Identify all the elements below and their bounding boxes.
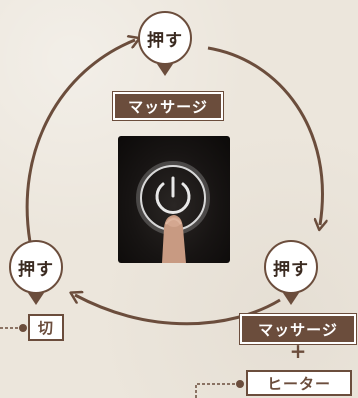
finger-press-icon	[162, 215, 186, 263]
off-mode-tag: 切	[28, 314, 64, 341]
power-icon	[155, 176, 191, 214]
press-label-top: 押す	[147, 30, 183, 51]
press-bubble-top: 押す	[138, 11, 192, 65]
off-connector	[0, 327, 22, 329]
combined-massage-label: マッサージ	[258, 320, 338, 339]
massage-mode-tag: マッサージ	[113, 92, 223, 120]
off-connector-dot	[19, 324, 27, 332]
heater-connector	[195, 380, 244, 398]
heater-mode-label: ヒーター	[266, 374, 331, 393]
press-bubble-right: 押す	[264, 240, 318, 294]
power-button-photo	[118, 136, 230, 263]
arrow-left-to-top	[25, 40, 135, 243]
plus-sign: +	[289, 339, 307, 363]
press-label-right: 押す	[273, 259, 309, 280]
press-label-left: 押す	[18, 259, 54, 280]
combined-massage-tag: マッサージ	[240, 314, 356, 344]
off-mode-label: 切	[37, 319, 54, 337]
power-button-illustration	[136, 161, 210, 263]
massage-mode-label: マッサージ	[128, 97, 208, 116]
heater-mode-tag: ヒーター	[246, 370, 352, 396]
arrow-right-to-left	[75, 295, 281, 326]
arrow-top-to-right	[207, 46, 322, 225]
press-bubble-left: 押す	[9, 240, 63, 294]
